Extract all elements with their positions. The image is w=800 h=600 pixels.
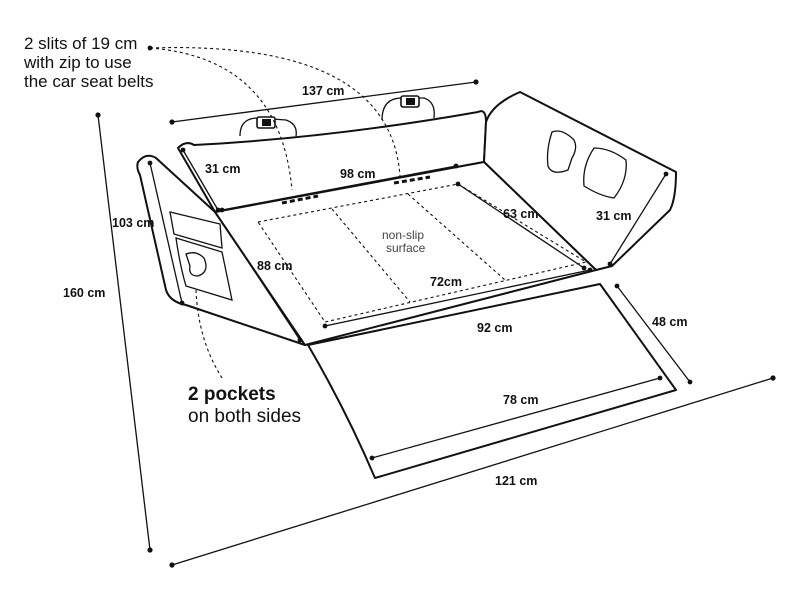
left-pocket-lower xyxy=(175,237,233,301)
label-backrest-width: 137 cm xyxy=(302,84,344,98)
total-height-dimension xyxy=(95,112,153,553)
slits-note-line2: with zip to use xyxy=(24,53,132,72)
label-inner-width: 72cm xyxy=(430,275,462,289)
label-total-width: 121 cm xyxy=(495,474,537,488)
label-front-width: 92 cm xyxy=(477,321,512,335)
label-total-height: 160 cm xyxy=(63,286,105,300)
flap-depth-dimension xyxy=(614,283,693,385)
label-flap-depth: 48 cm xyxy=(652,315,687,329)
right-side-panel xyxy=(483,91,677,271)
back-inner-width-dimension xyxy=(219,163,459,213)
label-left-side-height: 103 cm xyxy=(112,216,154,230)
label-right-side-height: 31 cm xyxy=(596,209,631,223)
right-pocket-small xyxy=(546,130,577,173)
front-flap xyxy=(307,283,677,479)
seat-belt-buckle-left xyxy=(239,116,297,137)
label-flap-width: 78 cm xyxy=(503,393,538,407)
right-pocket-large xyxy=(583,147,627,199)
right-side-height-dimension xyxy=(607,171,669,267)
flap-width-dimension xyxy=(369,375,663,461)
pockets-note-subtitle: on both sides xyxy=(188,406,302,427)
label-inner-depth: 63 cm xyxy=(503,207,538,221)
slits-note-line1: 2 slits of 19 cm xyxy=(24,34,138,53)
left-pocket-upper xyxy=(169,211,223,249)
backrest-width-dimension xyxy=(169,79,479,125)
pockets-note-title: 2 pockets xyxy=(188,384,276,405)
label-back-inner-width: 98 cm xyxy=(340,167,375,181)
non-slip-area xyxy=(257,183,588,323)
back-panel xyxy=(177,110,487,213)
back-height-dimension xyxy=(180,147,221,213)
slit-right xyxy=(393,175,431,185)
non-slip-label-line2: surface xyxy=(386,241,426,255)
slits-leader-line xyxy=(149,47,401,191)
slits-note-line3: the car seat belts xyxy=(24,72,154,91)
slits-note: 2 slits of 19 cm with zip to use the car… xyxy=(24,34,153,91)
seat-belt-buckle-right xyxy=(381,95,435,121)
label-back-height: 31 cm xyxy=(205,162,240,176)
left-side-height-dimension xyxy=(147,160,185,306)
front-width-dimension xyxy=(322,267,593,329)
label-seat-depth: 88 cm xyxy=(257,259,292,273)
pockets-note: 2 pockets on both sides xyxy=(188,384,301,428)
non-slip-label-line1: non-slip xyxy=(382,228,424,242)
seat-depth-dimension xyxy=(215,212,303,343)
total-width-dimension xyxy=(169,375,776,568)
slit-left xyxy=(281,194,319,205)
left-side-panel xyxy=(136,154,306,346)
